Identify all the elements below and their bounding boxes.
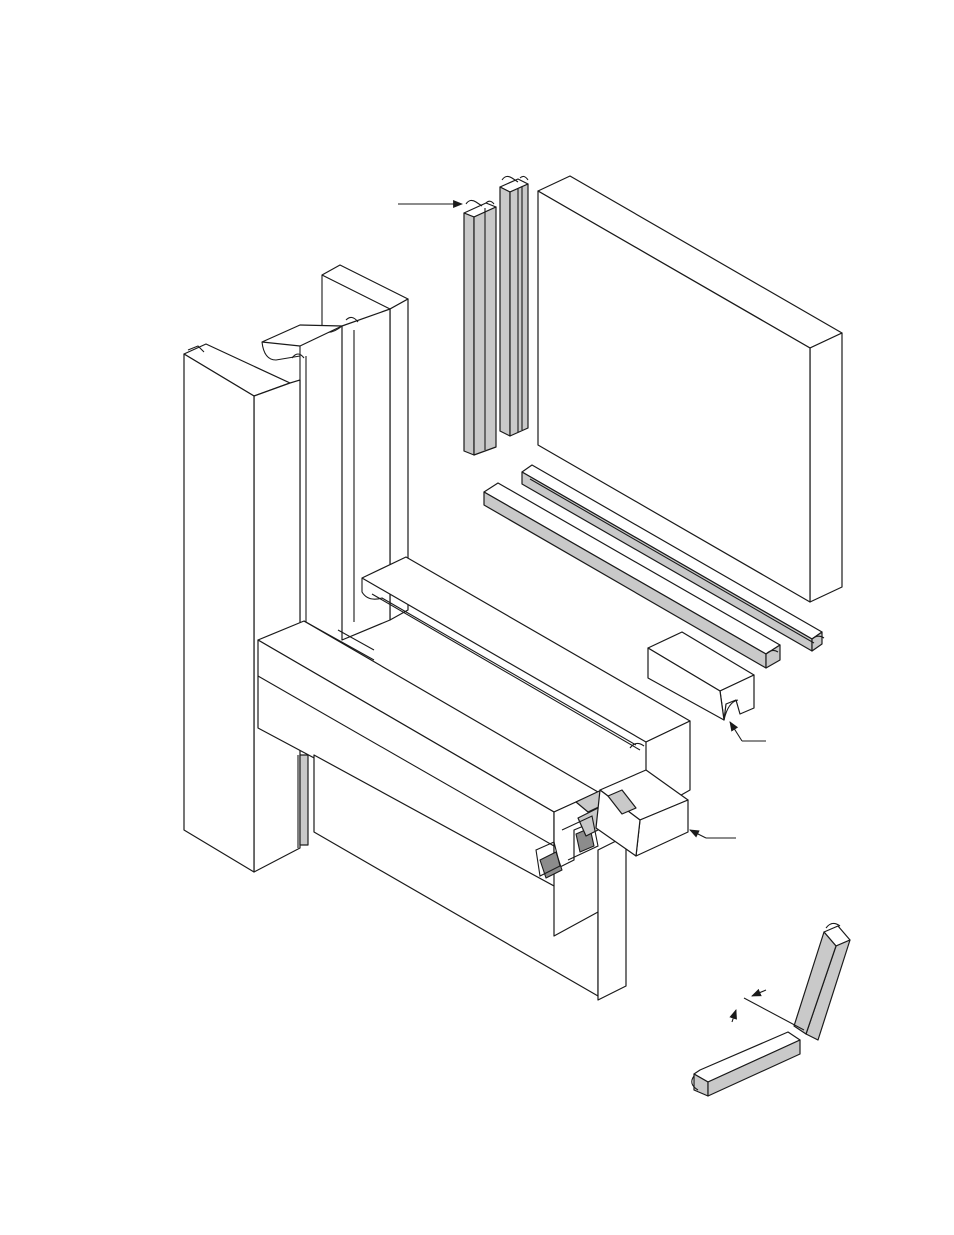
setting-block-leader-line [730, 722, 742, 741]
end-cap-leader-line [690, 830, 706, 838]
vertical-glazing-gasket-strips [464, 176, 528, 455]
mitered-gasket-corner-detail [692, 923, 850, 1096]
